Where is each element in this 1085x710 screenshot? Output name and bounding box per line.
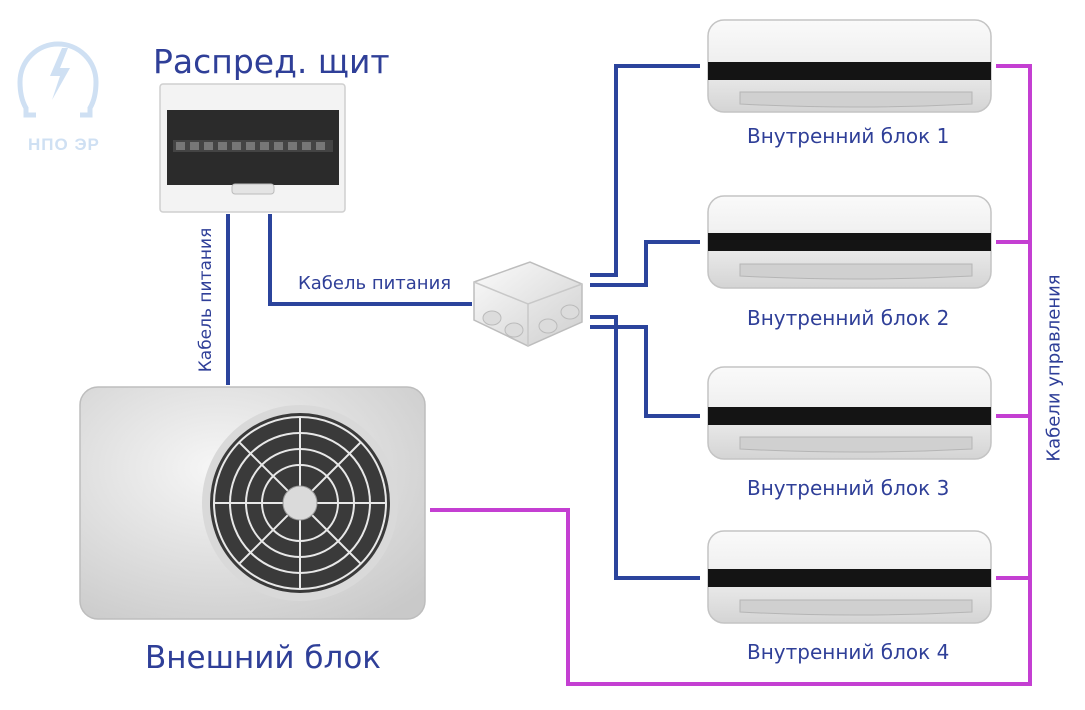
power-cable-panel-to-junction: [268, 214, 472, 306]
indoor-unit-2: [707, 195, 992, 289]
control-cable-trunk: [430, 64, 1032, 686]
indoor-unit-2-label: Внутренний блок 2: [747, 306, 950, 330]
logo-text: НПО ЭР: [28, 135, 100, 154]
power-cables: [226, 64, 700, 580]
panel-label: Распред. щит: [153, 42, 390, 81]
outdoor-unit-label: Внешний блок: [145, 640, 382, 676]
indoor-unit-1-label: Внутренний блок 1: [747, 124, 950, 148]
indoor-unit-3: [707, 366, 992, 460]
outdoor-unit: [79, 386, 426, 620]
control-cable-label: Кабели управления: [1043, 274, 1065, 462]
power-cable-unit-2: [590, 240, 700, 287]
power-cable-unit-4: [590, 315, 700, 580]
indoor-unit-1: [707, 19, 992, 113]
power-cable-unit-1: [590, 64, 700, 277]
indoor-unit-3-label: Внутренний блок 3: [747, 476, 950, 500]
lightning-omega-icon: [17, 41, 99, 118]
power-cable-label-horizontal: Кабель питания: [298, 273, 452, 294]
control-cables: [430, 64, 1032, 686]
power-cable-unit-3: [590, 325, 700, 418]
indoor-unit-4-label: Внутренний блок 4: [747, 640, 950, 664]
junction-box: [473, 261, 583, 347]
power-cable-label-vertical: Кабель питания: [196, 227, 216, 373]
indoor-unit-4: [707, 530, 992, 624]
distribution-panel: [159, 83, 346, 213]
